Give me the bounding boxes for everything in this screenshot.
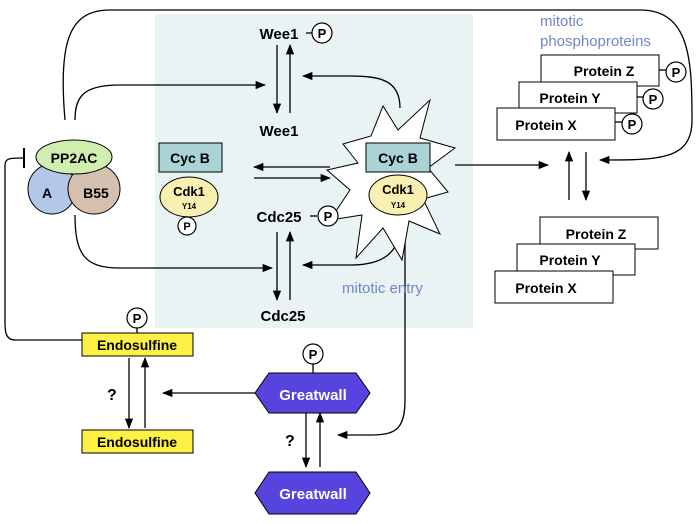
cdc25-phospho-icon: P bbox=[317, 205, 339, 227]
phosphoproteins-label: phosphoproteins bbox=[540, 33, 651, 50]
svg-text:P: P bbox=[309, 347, 318, 362]
greatwall-phospho-hexagon bbox=[254, 372, 371, 414]
svg-text:Protein X: Protein X bbox=[515, 117, 577, 133]
svg-text:Cdk1: Cdk1 bbox=[382, 182, 414, 197]
protein-z-phospho bbox=[540, 54, 660, 87]
svg-text:Protein Z: Protein Z bbox=[574, 63, 635, 79]
cycb-to-wee1-arrow bbox=[301, 71, 401, 109]
pp2a-complex: PP2AC A B55 bbox=[27, 139, 121, 215]
protein-z-phospho-icon: P bbox=[665, 61, 687, 83]
mitotic-entry-label: mitotic entry bbox=[342, 280, 423, 297]
inactive-cycb-cdk1: Cyc B Cdk1 Y14 P bbox=[158, 142, 223, 236]
cycb-box-active bbox=[365, 142, 431, 173]
svg-text:Cyc B: Cyc B bbox=[170, 150, 210, 166]
phospho-protein-stack: Protein Z P Protein Y P Protein X P bbox=[496, 54, 687, 141]
protein-stack: Protein Z Protein Y Protein X bbox=[494, 216, 659, 304]
endosulfine-question-mark: ? bbox=[107, 387, 117, 404]
endosulfine-phospho-box bbox=[81, 332, 194, 357]
wee1-phospho-icon: P bbox=[311, 22, 333, 44]
wee1-phospho-label: Wee1 bbox=[260, 26, 299, 43]
greatwall-hexagon bbox=[254, 471, 371, 515]
cycb-box-inactive bbox=[158, 142, 223, 173]
pp2ac-subunit bbox=[35, 139, 113, 175]
cdc25-label: Cdc25 bbox=[260, 308, 305, 325]
svg-text:P: P bbox=[183, 221, 190, 233]
pp2a-to-cdc25-arrow bbox=[74, 214, 274, 273]
svg-text:Cyc B: Cyc B bbox=[378, 150, 418, 166]
endosulfine-phospho-label: Endosulfine bbox=[97, 337, 177, 353]
pp2a-to-proteins-loop bbox=[62, 9, 693, 165]
greatwall-label: Greatwall bbox=[279, 486, 347, 503]
svg-text:Protein Y: Protein Y bbox=[539, 90, 601, 106]
svg-text:Y14: Y14 bbox=[391, 201, 406, 210]
pp2a-to-wee1-arrow bbox=[74, 80, 267, 121]
b55-label: B55 bbox=[83, 185, 109, 201]
greatwall-question-mark: ? bbox=[285, 433, 295, 450]
pp2ac-label: PP2AC bbox=[51, 150, 98, 166]
cdk1-active bbox=[368, 174, 428, 216]
svg-text:P: P bbox=[324, 209, 333, 224]
svg-text:Protein Z: Protein Z bbox=[566, 226, 627, 242]
svg-text:Protein Y: Protein Y bbox=[539, 252, 601, 268]
endosulfine-label: Endosulfine bbox=[97, 434, 177, 450]
protein-y-phospho-icon: P bbox=[642, 88, 664, 110]
greatwall-phospho-label: Greatwall bbox=[279, 387, 347, 404]
wee1-label: Wee1 bbox=[260, 123, 299, 140]
cdk1-to-greatwall-arrow bbox=[336, 215, 406, 440]
svg-text:Y14: Y14 bbox=[182, 202, 197, 211]
endosulfine-box bbox=[81, 429, 194, 454]
protein-x-phospho-icon: P bbox=[621, 113, 643, 135]
cdk1-phospho-icon: P bbox=[177, 216, 197, 236]
svg-text:Protein X: Protein X bbox=[515, 280, 577, 296]
greatwall-phospho-icon: P bbox=[302, 343, 324, 373]
protein-x bbox=[494, 270, 614, 304]
cdc25-phospho-label: Cdc25 bbox=[256, 209, 301, 226]
svg-text:P: P bbox=[628, 117, 637, 132]
svg-text:P: P bbox=[649, 92, 658, 107]
protein-x-phospho bbox=[496, 107, 616, 141]
svg-text:Cdk1: Cdk1 bbox=[173, 184, 205, 199]
mitotic-label: mitotic bbox=[540, 13, 584, 30]
svg-text:P: P bbox=[133, 311, 142, 326]
svg-text:P: P bbox=[672, 65, 681, 80]
active-cycb-cdk1: Cyc B Cdk1 Y14 bbox=[325, 98, 457, 262]
endosulfine-inhibits-pp2a bbox=[4, 157, 82, 341]
endosulfine-phospho-icon: P bbox=[126, 307, 148, 333]
svg-text:P: P bbox=[318, 26, 327, 41]
a-label: A bbox=[42, 185, 52, 201]
